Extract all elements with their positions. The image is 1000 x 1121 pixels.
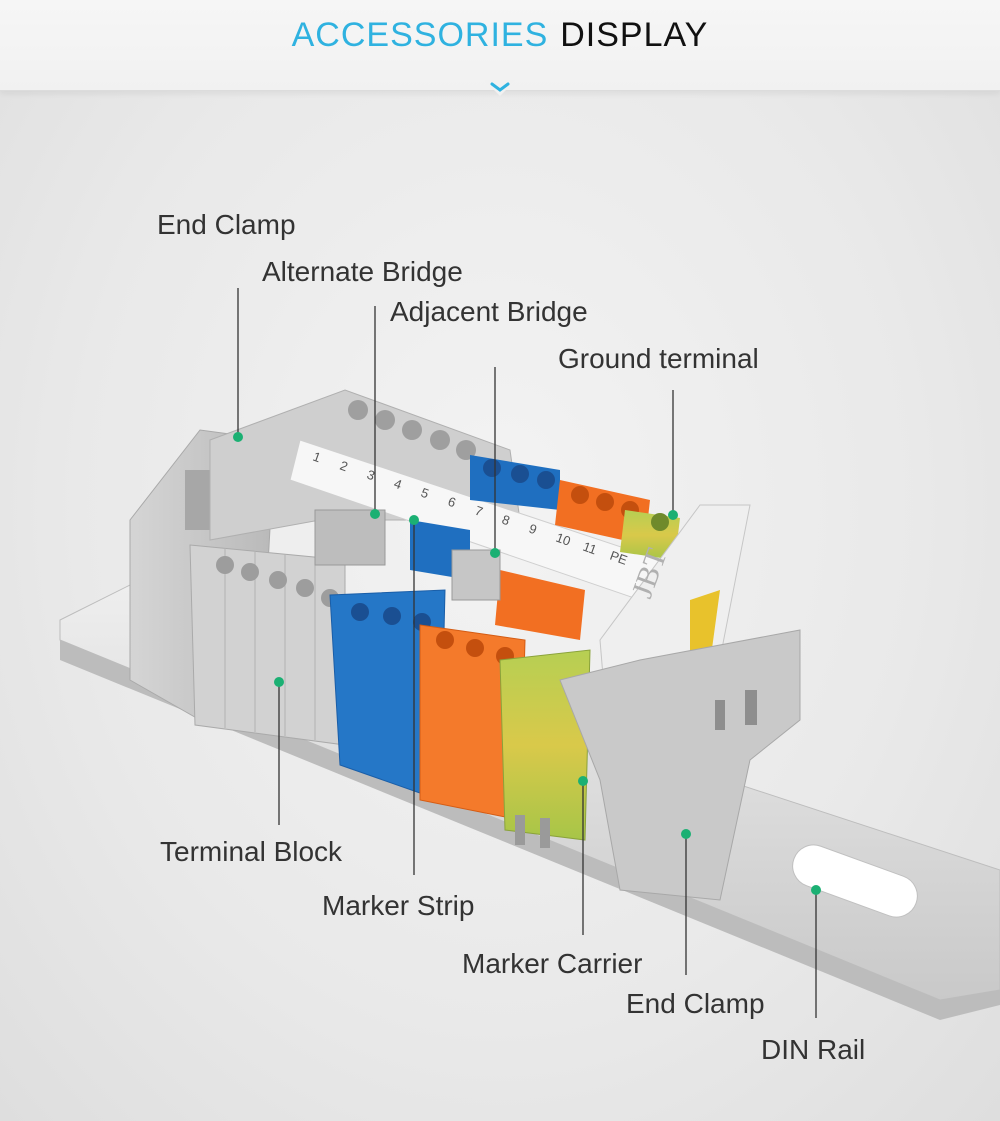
- label-end-clamp-bottom: End Clamp: [626, 988, 765, 1019]
- label-marker-strip: Marker Strip: [322, 890, 475, 921]
- adjacent-bridge: [451, 549, 501, 601]
- marker-number: 10: [554, 530, 573, 549]
- title-dark: DISPLAY: [560, 16, 709, 54]
- label-adjacent-bridge: Adjacent Bridge: [390, 296, 588, 327]
- label-terminal-block: Terminal Block: [160, 836, 343, 867]
- label-marker-carrier: Marker Carrier: [462, 948, 643, 979]
- terminal-block-grey: [189, 544, 346, 746]
- marker-number: 1: [311, 449, 323, 466]
- marker-number: 6: [446, 494, 458, 511]
- marker-number: 11: [581, 539, 599, 558]
- marker-dots: [233, 432, 821, 895]
- terminal-block-orange: [419, 480, 650, 821]
- leader-lines: [237, 288, 817, 1018]
- page-title: ACCESSORIES DISPLAY: [0, 16, 1000, 55]
- marker-number: PE: [608, 548, 630, 568]
- header-band: [0, 0, 1000, 91]
- marker-number: 4: [392, 476, 404, 493]
- marker-number: 7: [473, 503, 485, 520]
- marker-number: 8: [500, 512, 512, 529]
- label-din-rail: DIN Rail: [761, 1034, 866, 1065]
- title-accent: ACCESSORIES: [291, 16, 549, 54]
- alternate-bridge: [314, 509, 386, 566]
- marker-number: 9: [527, 521, 539, 538]
- marker-number: 2: [338, 458, 350, 475]
- rail-slot: [792, 844, 918, 918]
- chevron-down-icon: [484, 80, 516, 96]
- marker-number: 5: [419, 485, 431, 502]
- label-ground-terminal: Ground terminal: [558, 343, 759, 374]
- label-alternate-bridge: Alternate Bridge: [262, 256, 463, 287]
- marker-number: 3: [365, 467, 377, 484]
- end-clamp-right: [559, 629, 801, 901]
- label-end-clamp-top: End Clamp: [157, 209, 296, 240]
